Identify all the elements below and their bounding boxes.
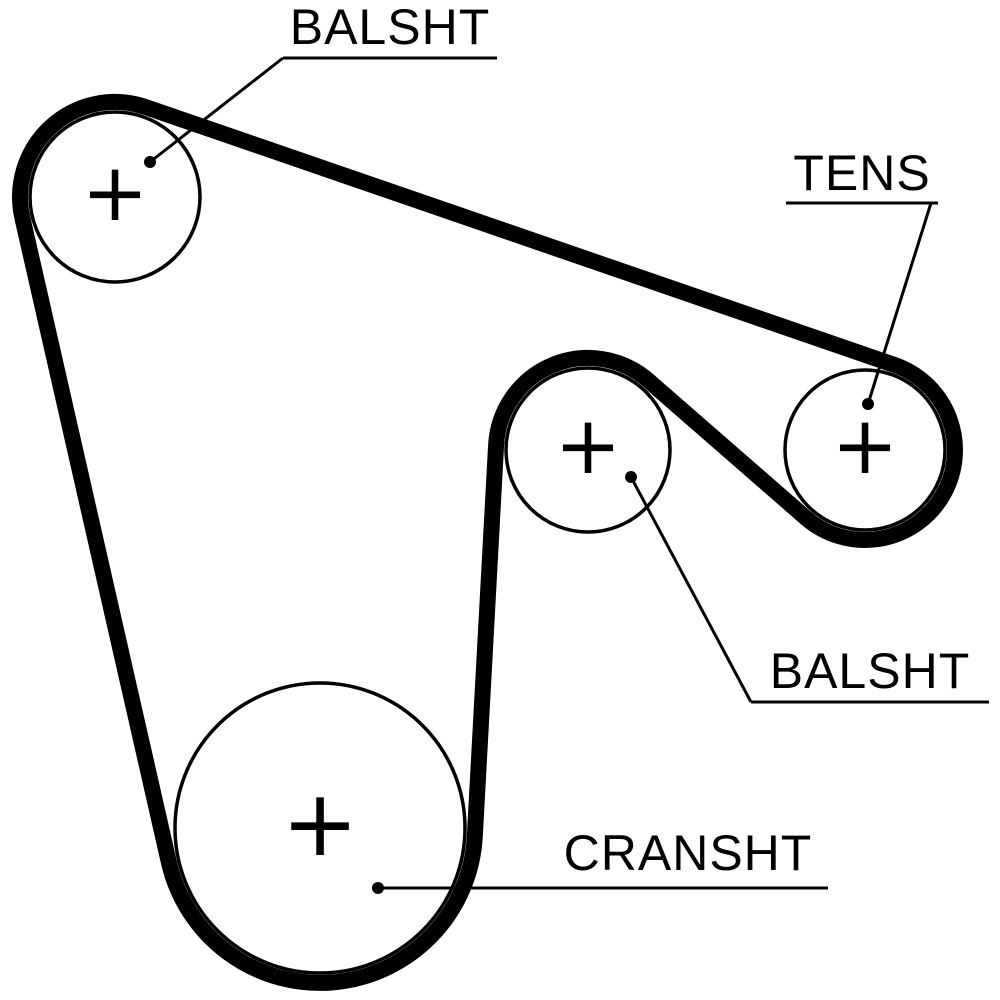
leader-line bbox=[149, 56, 284, 164]
pulley-balance-shaft-upper: + bbox=[28, 110, 202, 284]
label-balance-shaft-upper: BALSHT bbox=[144, 0, 497, 168]
pulley-circle bbox=[504, 366, 672, 534]
pulley-center-mark-icon: + bbox=[831, 399, 898, 492]
pulley-balance-shaft-middle: + bbox=[504, 366, 672, 534]
leader-line bbox=[629, 476, 753, 703]
pulley-circle bbox=[783, 368, 947, 532]
anchor-dot bbox=[625, 471, 637, 483]
pulley-center-mark-icon: + bbox=[81, 146, 148, 239]
label-balance-shaft-middle: BALSHT bbox=[625, 471, 989, 704]
pulley-center-mark-icon: + bbox=[554, 399, 621, 492]
anchor-dot bbox=[862, 398, 874, 410]
label-text: TENS bbox=[793, 145, 930, 201]
pulley-tensioner: + bbox=[783, 368, 947, 532]
leader-line bbox=[866, 202, 933, 405]
label-text: CRANSHT bbox=[564, 825, 813, 881]
anchor-dot bbox=[144, 156, 156, 168]
label-text: BALSHT bbox=[770, 643, 971, 699]
label-tensioner: TENS bbox=[786, 145, 938, 410]
pulley-crankshaft: + bbox=[173, 681, 467, 975]
pulley-center-mark-icon: + bbox=[281, 770, 358, 877]
anchor-dot bbox=[372, 882, 384, 894]
timing-belt bbox=[12, 93, 963, 991]
label-text: BALSHT bbox=[290, 0, 491, 55]
label-crankshaft: CRANSHT bbox=[372, 825, 828, 894]
pulley-circle bbox=[173, 681, 467, 975]
